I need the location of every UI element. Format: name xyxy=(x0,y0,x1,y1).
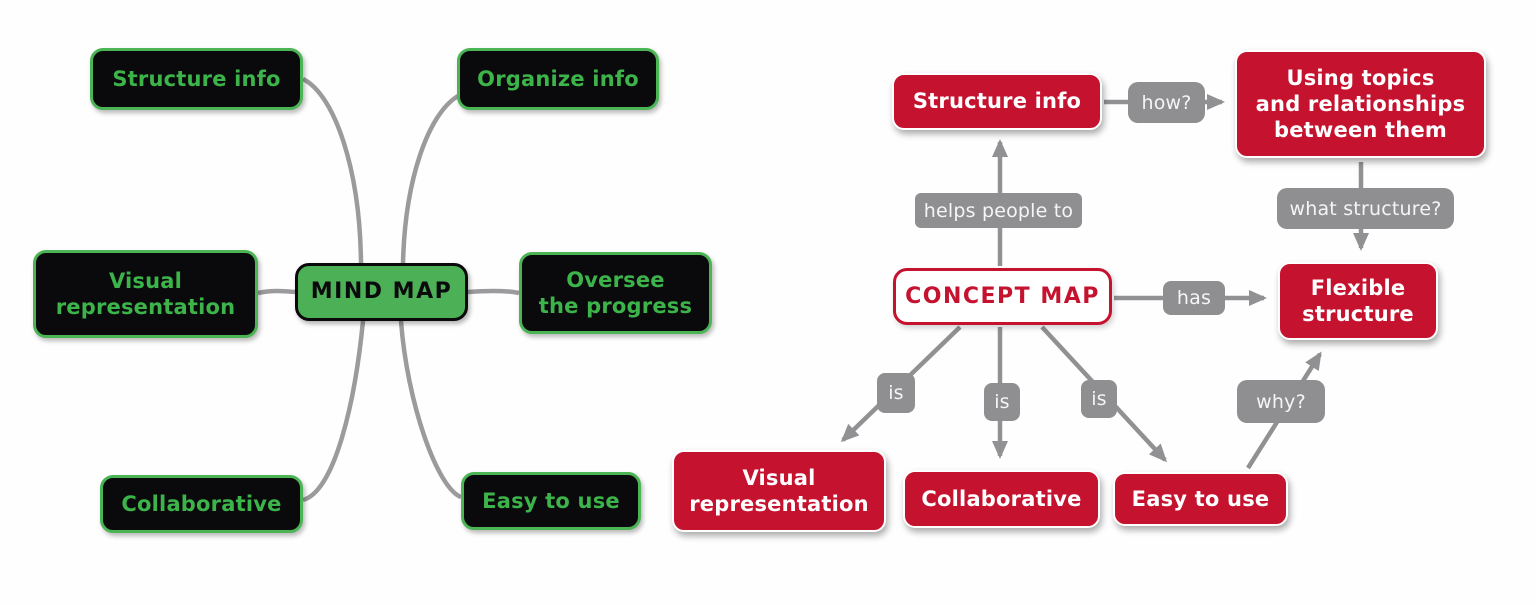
mindmap-branches xyxy=(257,76,520,503)
relation-label-has[interactable]: has xyxy=(1163,281,1225,315)
relation-label-helps-people-to[interactable]: helps people to xyxy=(915,193,1082,228)
relation-label-how[interactable]: how? xyxy=(1128,82,1205,123)
mindmap-node-organize-info[interactable]: Organize info xyxy=(457,48,659,110)
mindmap-node-easy-to-use[interactable]: Easy to use xyxy=(461,472,641,530)
conceptmap-node-collaborative[interactable]: Collaborative xyxy=(903,470,1100,528)
mindmap-node-visual-representation[interactable]: Visual representation xyxy=(33,250,258,338)
relation-label-is-2[interactable]: is xyxy=(984,383,1020,421)
mindmap-node-collaborative[interactable]: Collaborative xyxy=(100,475,303,533)
relation-label-what-structure[interactable]: what structure? xyxy=(1277,188,1454,229)
branch-collaborative xyxy=(302,320,366,503)
branch-easy-to-use xyxy=(398,320,463,500)
conceptmap-node-flexible-structure[interactable]: Flexible structure xyxy=(1278,262,1438,340)
conceptmap-node-structure-info[interactable]: Structure info xyxy=(892,73,1102,130)
relation-label-is-1[interactable]: is xyxy=(877,373,915,413)
conceptmap-node-using-topics[interactable]: Using topics and relationships between t… xyxy=(1235,50,1486,158)
mindmap-node-oversee-the-progress[interactable]: Oversee the progress xyxy=(519,252,712,334)
conceptmap-center-node[interactable]: CONCEPT MAP xyxy=(893,268,1112,325)
mindmap-node-structure-info[interactable]: Structure info xyxy=(90,48,303,110)
mindmap-center-node[interactable]: MIND MAP xyxy=(295,263,468,321)
branch-oversee xyxy=(467,288,520,296)
relation-label-why[interactable]: why? xyxy=(1237,380,1325,423)
branch-structure-info xyxy=(301,76,364,264)
conceptmap-node-visual-representation[interactable]: Visual representation xyxy=(672,450,886,532)
relation-label-is-3[interactable]: is xyxy=(1081,380,1117,418)
branch-organize-info xyxy=(400,94,460,264)
branch-visual-representation xyxy=(257,288,296,296)
conceptmap-node-easy-to-use[interactable]: Easy to use xyxy=(1113,472,1288,526)
